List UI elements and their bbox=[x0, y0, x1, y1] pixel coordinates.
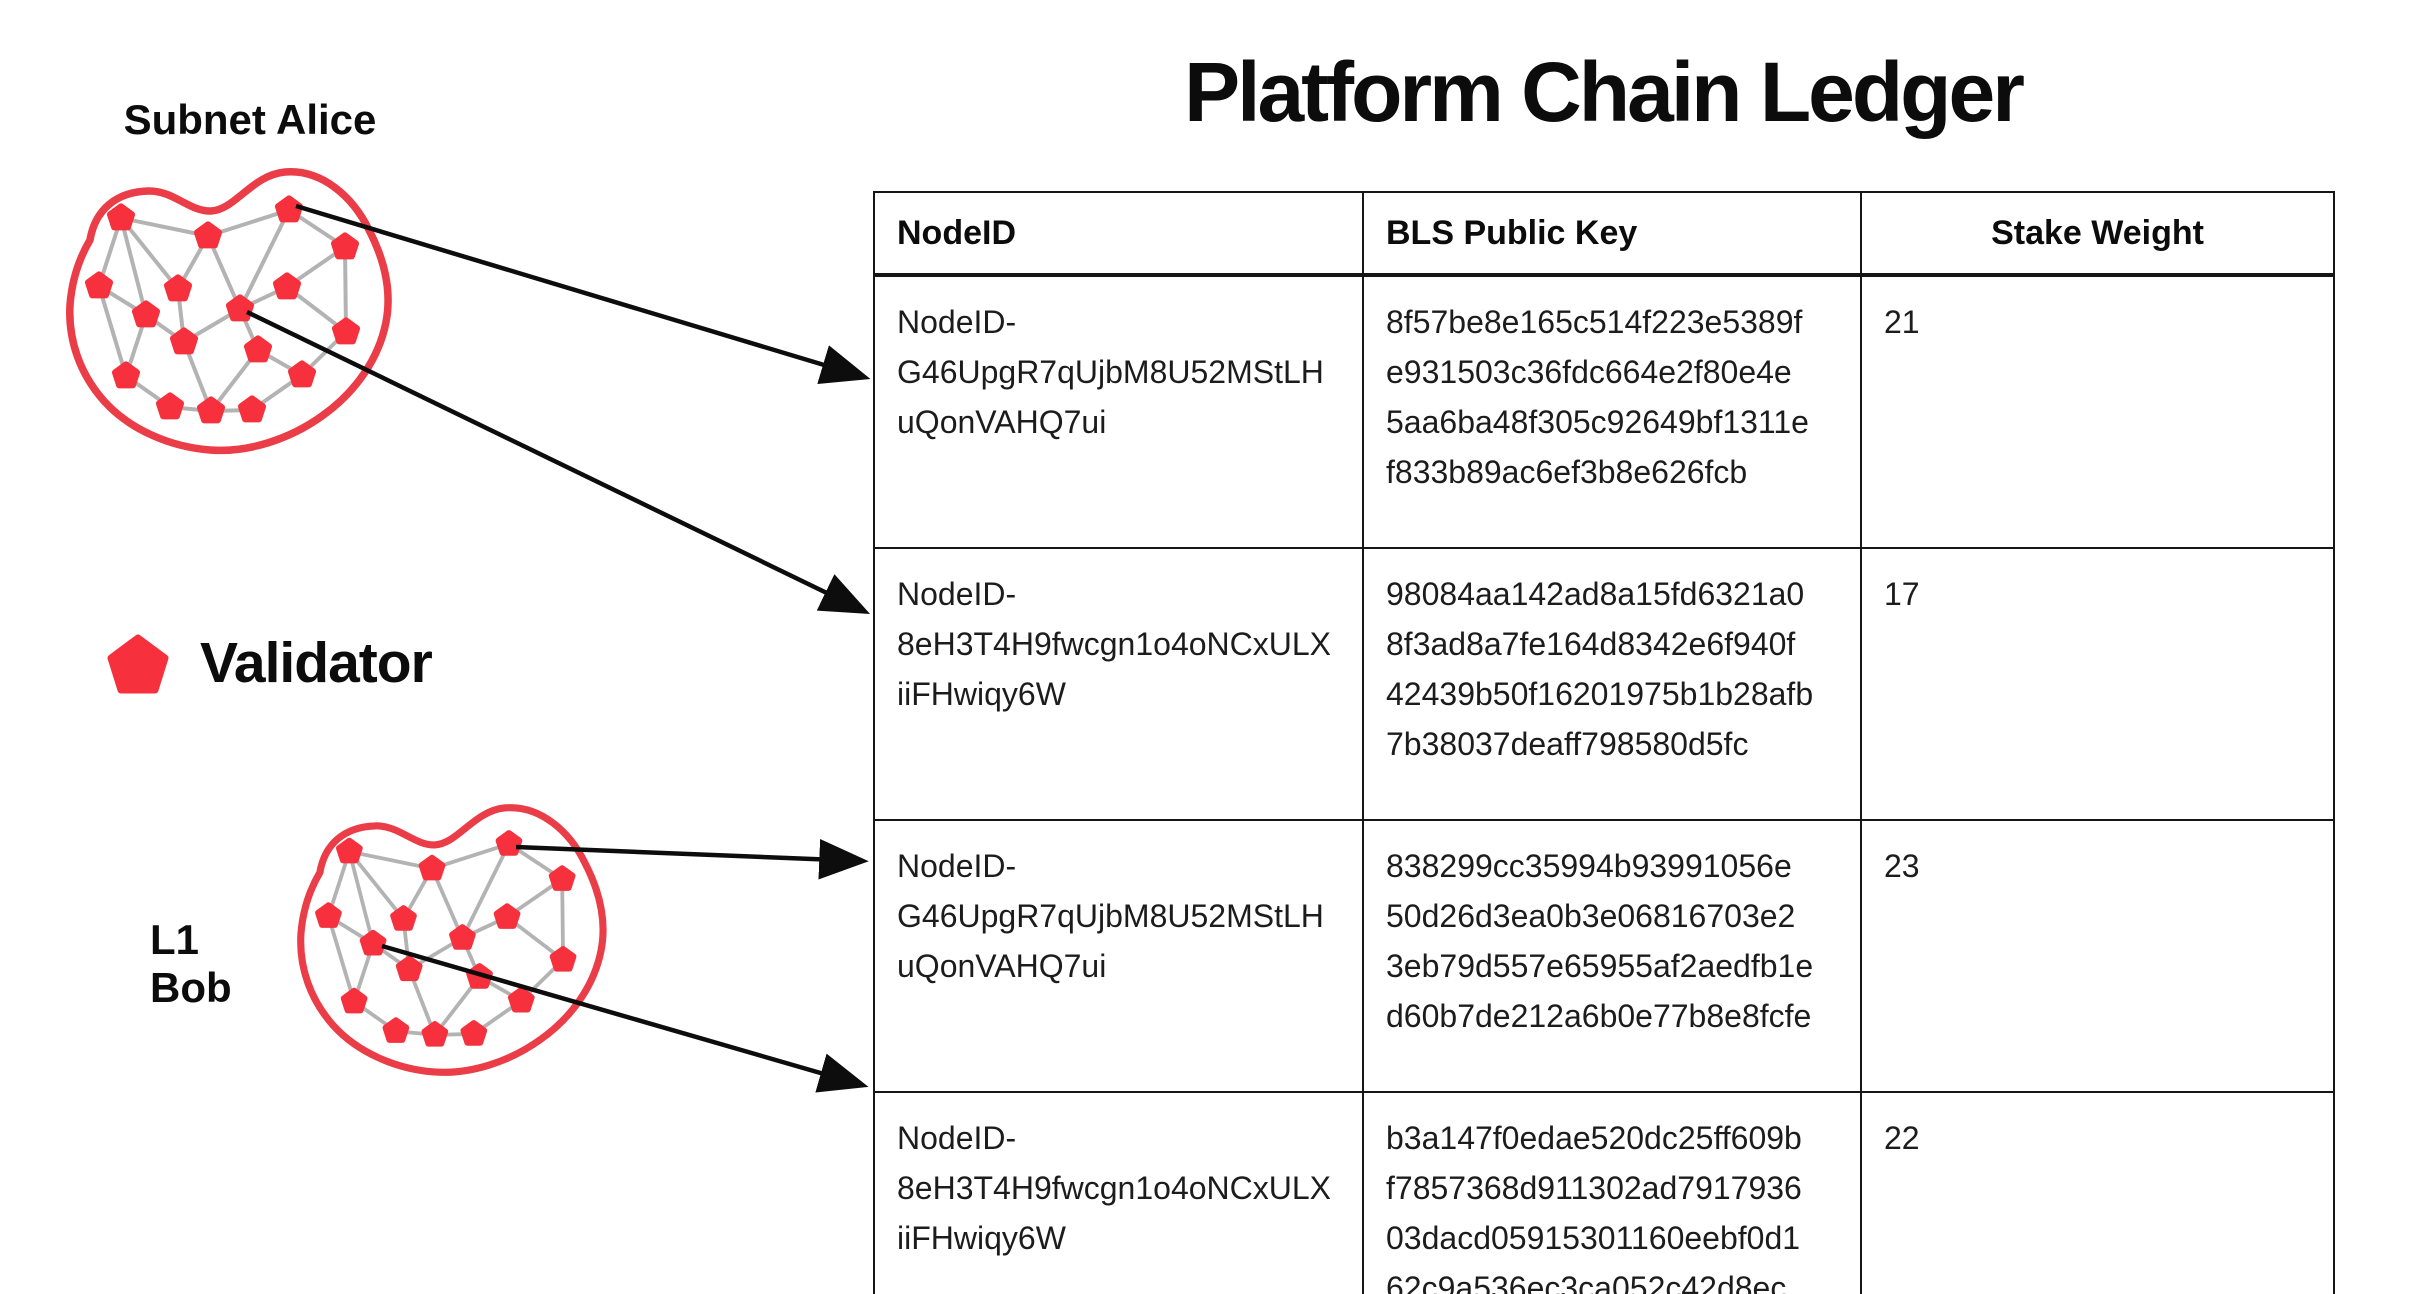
stake-weight-cell: 22 bbox=[1860, 1091, 2335, 1294]
network-edge bbox=[119, 217, 148, 316]
network-edge bbox=[326, 915, 356, 1003]
bls-public-key-cell: 98084aa142ad8a15fd6321a0 8f3ad8a7fe164d8… bbox=[1362, 547, 1862, 821]
stake-weight-cell: 17 bbox=[1860, 547, 2335, 821]
table-row: NodeID- 8eH3T4H9fwcgn1o4oNCxULX iiFHwiqy… bbox=[873, 1091, 2335, 1294]
validator-node-icon bbox=[336, 837, 363, 864]
node-id-cell: NodeID- 8eH3T4H9fwcgn1o4oNCxULX iiFHwiqy… bbox=[873, 1091, 1364, 1294]
network-edge bbox=[348, 849, 433, 871]
column-header-stake-weight: Stake Weight bbox=[1860, 191, 2335, 277]
network-edge bbox=[120, 216, 209, 238]
validator-node-icon bbox=[331, 232, 359, 260]
validator-node-icon bbox=[85, 271, 113, 299]
validator-node-icon bbox=[449, 924, 476, 950]
l1-bob-network bbox=[315, 830, 577, 1047]
validator-node-icon bbox=[548, 865, 576, 891]
validator-node-icon bbox=[382, 1017, 410, 1043]
validator-node-icon bbox=[421, 1021, 449, 1047]
network-edge bbox=[119, 216, 180, 291]
bls-public-key-cell: b3a147f0edae520dc25ff609b f7857368d91130… bbox=[1362, 1091, 1862, 1294]
validator-node-icon bbox=[390, 905, 417, 931]
network-edge bbox=[347, 850, 405, 921]
node-id-cell: NodeID- G46UpgR7qUjbM8U52MStLH uQonVAHQ7… bbox=[873, 819, 1364, 1093]
validator-node-icon bbox=[460, 1020, 488, 1046]
platform-chain-ledger-table: NodeID BLS Public Key Stake Weight NodeI… bbox=[873, 191, 2335, 1294]
node-id-cell: NodeID- G46UpgR7qUjbM8U52MStLH uQonVAHQ7… bbox=[873, 274, 1364, 549]
validator-node-icon bbox=[549, 946, 577, 972]
node-id-cell: NodeID- 8eH3T4H9fwcgn1o4oNCxULX iiFHwiqy… bbox=[873, 547, 1364, 821]
validator-node-icon bbox=[156, 392, 184, 420]
validator-node-icon bbox=[194, 221, 222, 249]
validator-node-icon bbox=[340, 987, 368, 1014]
validator-node-icon bbox=[244, 335, 272, 363]
validator-node-icon bbox=[132, 300, 160, 328]
table-row: NodeID- 8eH3T4H9fwcgn1o4oNCxULX iiFHwiqy… bbox=[873, 547, 2335, 821]
arrow-bob-to-row4 bbox=[381, 943, 869, 1093]
subnet-alice-label: Subnet Alice bbox=[123, 96, 377, 143]
network-edge bbox=[460, 843, 511, 939]
validator-legend-label: Validator bbox=[200, 631, 433, 695]
validator-node-icon bbox=[315, 902, 342, 928]
network-edge bbox=[97, 285, 128, 377]
validator-legend: Validator bbox=[108, 630, 433, 696]
validator-node-icon bbox=[332, 317, 360, 345]
subnet-alice-network bbox=[85, 195, 360, 424]
validator-node-icon bbox=[170, 327, 198, 355]
validator-node-icon bbox=[226, 294, 254, 322]
validator-node-icon bbox=[112, 361, 140, 389]
validator-node-icon bbox=[495, 830, 523, 856]
l1-bob-label: L1 Bob bbox=[150, 916, 232, 1011]
bls-public-key-cell: 838299cc35994b93991056e 50d26d3ea0b3e068… bbox=[1362, 819, 1862, 1093]
validator-node-icon bbox=[418, 854, 446, 881]
table-header-row: NodeID BLS Public Key Stake Weight bbox=[873, 191, 2335, 277]
arrow-bob-to-row3 bbox=[515, 839, 869, 880]
validator-node-icon bbox=[238, 395, 266, 423]
column-header-nodeid: NodeID bbox=[873, 191, 1364, 277]
validator-node-icon bbox=[197, 396, 225, 424]
validator-node-icon bbox=[493, 903, 521, 929]
validator-node-icon bbox=[395, 955, 423, 982]
arrow-alice-to-row1 bbox=[295, 203, 871, 385]
validator-node-icon bbox=[508, 986, 535, 1013]
validator-node-icon bbox=[275, 195, 303, 223]
network-edge bbox=[347, 851, 375, 945]
validator-node-icon bbox=[359, 929, 387, 956]
table-row: NodeID- G46UpgR7qUjbM8U52MStLH uQonVAHQ7… bbox=[873, 819, 2335, 1093]
stake-weight-cell: 21 bbox=[1860, 274, 2335, 549]
network-edge bbox=[238, 209, 291, 310]
bls-public-key-cell: 8f57be8e165c514f223e5389f e931503c36fdc6… bbox=[1362, 274, 1862, 549]
stake-weight-cell: 23 bbox=[1860, 819, 2335, 1093]
table-row: NodeID- G46UpgR7qUjbM8U52MStLH uQonVAHQ7… bbox=[873, 274, 2335, 549]
arrow-alice-to-row2 bbox=[246, 309, 871, 614]
column-header-bls-public-key: BLS Public Key bbox=[1362, 191, 1862, 277]
page-title: Platform Chain Ledger bbox=[1184, 45, 2025, 139]
validator-node-icon bbox=[107, 203, 135, 231]
validator-node-icon bbox=[288, 360, 316, 388]
validator-node-icon bbox=[273, 272, 301, 300]
pentagon-icon bbox=[107, 634, 169, 694]
validator-node-icon bbox=[164, 274, 192, 302]
